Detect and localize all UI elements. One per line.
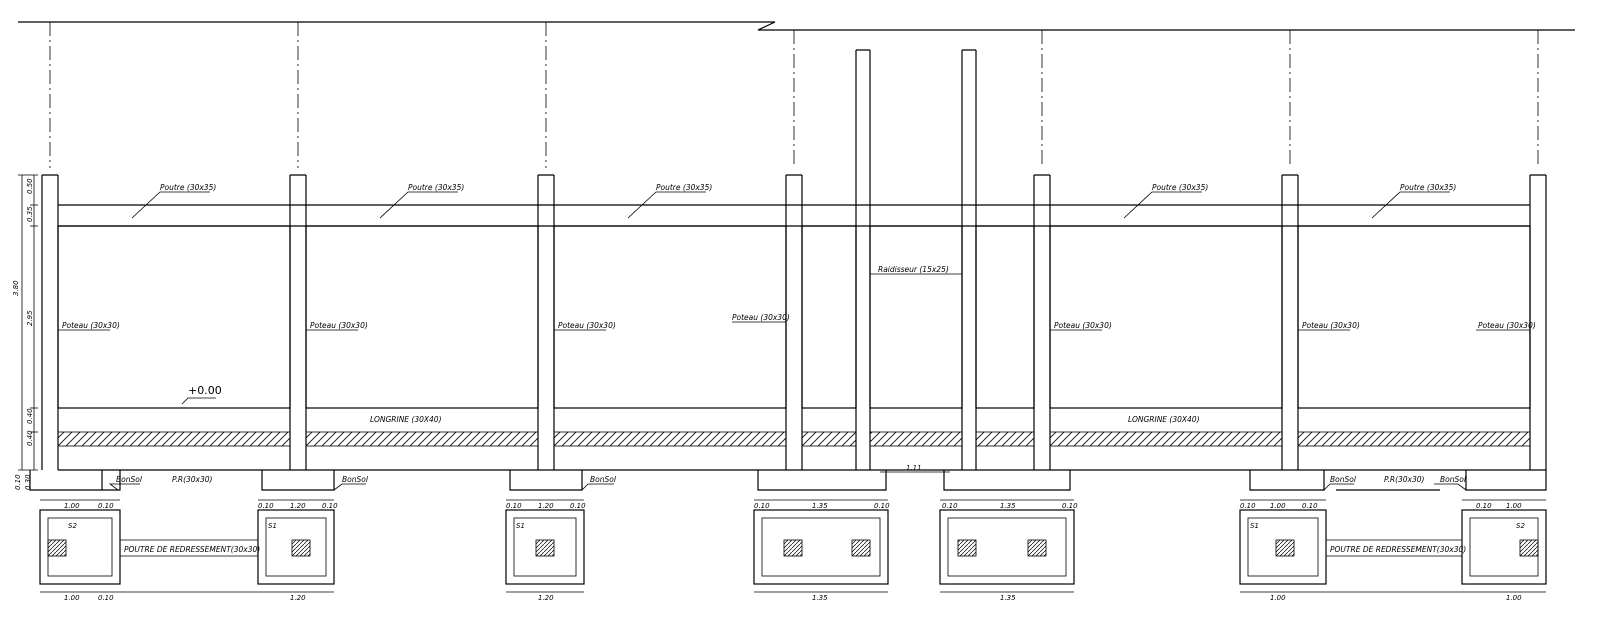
plan-dim-1: 1.00 [64,594,80,602]
foundation-labels: BonSol P.R(30x30) BonSol BonSol BonSol P… [116,464,1467,484]
left-dimension-chain [18,174,38,471]
footing-tag-2: S1 [268,522,277,530]
dim-w010-3: 0.10 [322,502,338,510]
pr-label-1: P.R(30x30) [172,475,213,484]
dim-w010-8: 0.10 [942,502,958,510]
poutre-label-4: Poutre (30x35) [1152,183,1208,192]
poteau-label-2: Poteau (30x30) [310,321,368,330]
dim-w100-1: 1.00 [64,502,80,510]
dim-w010-9: 0.10 [1062,502,1078,510]
gap-dimension: 1.11 [906,464,922,472]
leader-lines [58,191,1530,491]
bonsol-label-1: BonSol [116,475,143,484]
footing-tag-3: S1 [516,522,525,530]
poteau-label-4: Poteau (30x30) [732,313,790,322]
poteau-label-7: Poteau (30x30) [1478,321,1536,330]
footings-elevation [29,470,1547,491]
bonsol-label-3: BonSol [590,475,617,484]
dim-w010-1: 0.10 [98,502,114,510]
poutre-label-3: Poutre (30x35) [656,183,712,192]
footing-tag-1: S2 [68,522,77,530]
dim-w100-3: 1.00 [1506,502,1522,510]
vertical-dim-text: 3.80 0.50 0.35 2.95 0.40 0.40 0.10 0.30 [12,178,34,490]
plan-dim-3: 1.20 [290,594,306,602]
dim-w010-11: 0.10 [1302,502,1318,510]
plan-dim-8: 1.00 [1506,594,1522,602]
redressement-label-1: POUTRE DE REDRESSEMENT(30x30) [124,545,260,554]
footings-plan [39,509,1547,593]
vdim-d3: 2.95 [26,310,34,326]
plan-dim-2: 0.10 [98,594,114,602]
dim-w010-7: 0.10 [874,502,890,510]
longrine-bands [57,431,1546,471]
elevation-marker: +0.00 [188,384,222,397]
poteau-label-1: Poteau (30x30) [62,321,120,330]
dim-w010-6: 0.10 [754,502,770,510]
raidisseur-label: Raidisseur (15x25) [878,265,949,274]
longrine-label-1: LONGRINE (30X40) [370,415,442,424]
poutre-label-2: Poutre (30x35) [408,183,464,192]
beam-band [58,204,1530,227]
elevation-dim-text: 1.00 0.10 0.10 1.20 0.10 0.10 1.20 0.10 … [64,502,1522,510]
beam-labels: Poutre (30x35) Poutre (30x35) Poutre (30… [160,183,1456,192]
vdim-d4: 0.40 [26,408,34,424]
dim-w010-4: 0.10 [506,502,522,510]
bonsol-label-5: BonSol [1440,475,1467,484]
redressement-label-2: POUTRE DE REDRESSEMENT(30x30) [1330,545,1466,554]
poteau-label-5: Poteau (30x30) [1054,321,1112,330]
bonsol-label-2: BonSol [342,475,369,484]
bonsol-label-4: BonSol [1330,475,1357,484]
plan-dim-7: 1.00 [1270,594,1286,602]
footing-tag-5: S2 [1516,522,1525,530]
break-line [18,21,1575,31]
poutre-label-1: Poutre (30x35) [160,183,216,192]
horizontal-dimension-lines [40,471,1546,501]
vdim-d2: 0.35 [26,206,34,222]
footing-tag-4: S1 [1250,522,1259,530]
dim-w010-10: 0.10 [1240,502,1256,510]
vdim-d1: 0.50 [26,178,34,194]
dim-w100-2: 1.00 [1270,502,1286,510]
plan-dim-5: 1.35 [812,594,828,602]
plan-dim-6: 1.35 [1000,594,1016,602]
dim-w135-1: 1.35 [812,502,828,510]
vdim-foot-b: 0.30 [24,474,32,490]
pr-label-2: P.R(30x30) [1384,475,1425,484]
dim-w010-12: 0.10 [1476,502,1492,510]
dim-w010-5: 0.10 [570,502,586,510]
plan-labels: POUTRE DE REDRESSEMENT(30x30) POUTRE DE … [68,522,1525,554]
dim-w120-1: 1.20 [290,502,306,510]
column-axes [49,22,1539,168]
poteau-label-3: Poteau (30x30) [558,321,616,330]
plan-dim-text: 1.00 0.10 1.20 1.20 1.35 1.35 1.00 1.00 [64,594,1522,602]
wall-panels [57,225,1531,409]
dim-w135-2: 1.35 [1000,502,1016,510]
poteau-label-6: Poteau (30x30) [1302,321,1360,330]
vdim-d5: 0.40 [26,430,34,446]
longrine-label-2: LONGRINE (30X40) [1128,415,1200,424]
column-labels: Poteau (30x30) Poteau (30x30) Poteau (30… [62,313,1536,330]
poutre-label-5: Poutre (30x35) [1400,183,1456,192]
plan-dim-4: 1.20 [538,594,554,602]
dim-w120-2: 1.20 [538,502,554,510]
dim-w010-2: 0.10 [258,502,274,510]
vdim-total: 3.80 [12,280,20,296]
vdim-foot-a: 0.10 [14,474,22,490]
